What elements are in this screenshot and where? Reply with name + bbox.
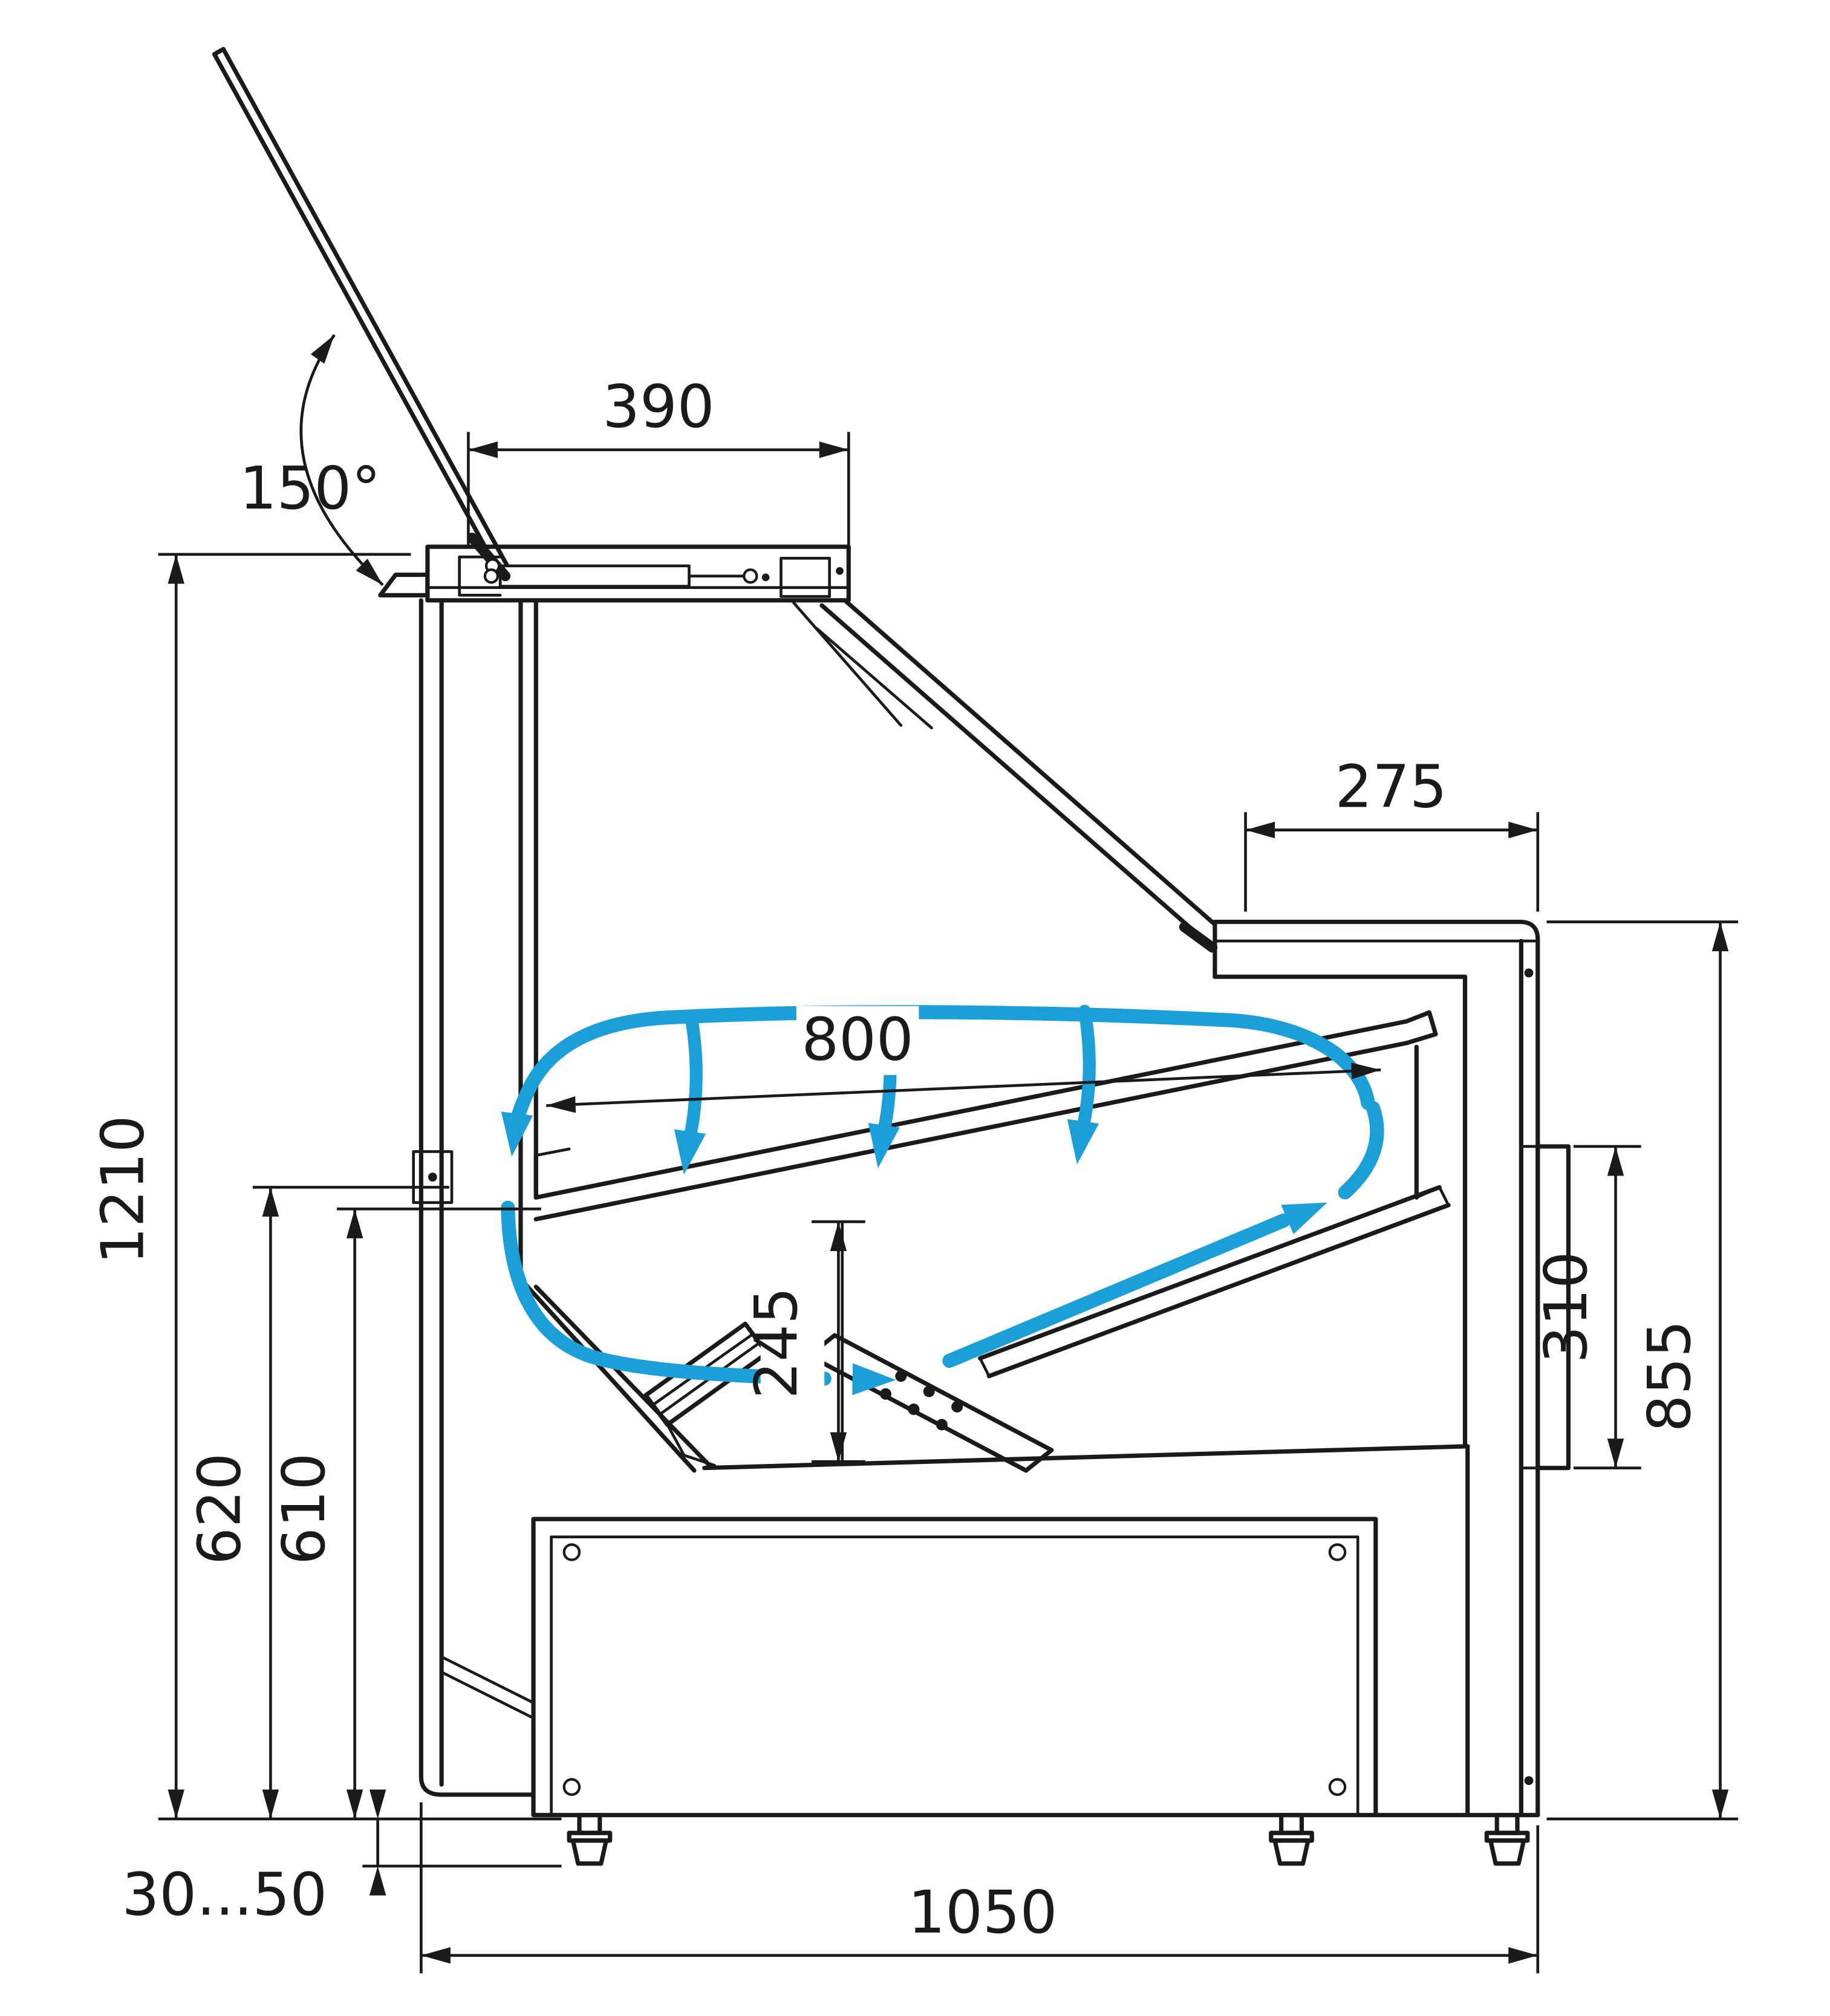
dim-label-150deg: 150°: [239, 454, 381, 522]
foot-middle: [1269, 1813, 1314, 1866]
airflow-top-sweep: [507, 1005, 1375, 1139]
dim-label-390: 390: [602, 372, 714, 441]
dim-label-800: 800: [801, 1005, 913, 1073]
airflow-left-return: [501, 1200, 832, 1386]
dimension-foot-range: 30...50: [122, 1789, 562, 1928]
dim-label-1210: 1210: [88, 1115, 157, 1264]
dimension-front-height: 855: [1546, 920, 1739, 1821]
dimension-display-depth: 800: [545, 1005, 1381, 1114]
dimension-lid-angle: 150°: [239, 330, 389, 591]
base-plinth: [531, 1517, 1540, 1818]
airflow-bottom-diagonal: [942, 1213, 1291, 1368]
dimension-base-depth: 1050: [420, 1802, 1540, 1974]
air-duct-well: [518, 1185, 1470, 1818]
front-counter: [1213, 919, 1540, 1818]
dimension-well-depth: 245: [742, 1220, 865, 1463]
airflow-drop-1: [682, 1013, 703, 1148]
foot-left: [567, 1813, 613, 1866]
dim-label-610: 610: [270, 1453, 338, 1565]
foot-right: [1484, 1813, 1530, 1866]
dimension-rear-opening-height: 620: [186, 1186, 449, 1819]
front-air-grille: [1414, 974, 1468, 1449]
dimension-counter-depth: 275: [1244, 753, 1540, 912]
dim-label-620: 620: [186, 1453, 254, 1565]
display-deck: [533, 1010, 1438, 1221]
dimension-deck-height: 610: [270, 1208, 541, 1819]
condenser-side-panel: [1520, 1144, 1571, 1471]
dim-label-30-50: 30...50: [122, 1860, 328, 1928]
dim-label-855: 855: [1635, 1320, 1704, 1432]
airflow-drop-3: [1075, 1004, 1096, 1138]
leveling-feet: [567, 1813, 1530, 1866]
dim-label-1050: 1050: [908, 1878, 1057, 1946]
dimension-overall-height: 1210: [88, 553, 562, 1821]
dim-label-245: 245: [742, 1287, 810, 1399]
canopy: [378, 544, 851, 603]
dim-label-310: 310: [1532, 1251, 1600, 1363]
front-glass-slope: [792, 598, 1218, 953]
airflow-front-riser: [1338, 1101, 1384, 1200]
dimension-canopy-depth: 390: [467, 372, 850, 600]
airflow-arrows: [496, 1004, 1384, 1396]
perforated-plate: [807, 1333, 1054, 1473]
dimension-side-panel-height: 310: [1532, 1145, 1641, 1470]
dim-label-275: 275: [1335, 753, 1447, 821]
back-panel: [412, 598, 538, 1797]
